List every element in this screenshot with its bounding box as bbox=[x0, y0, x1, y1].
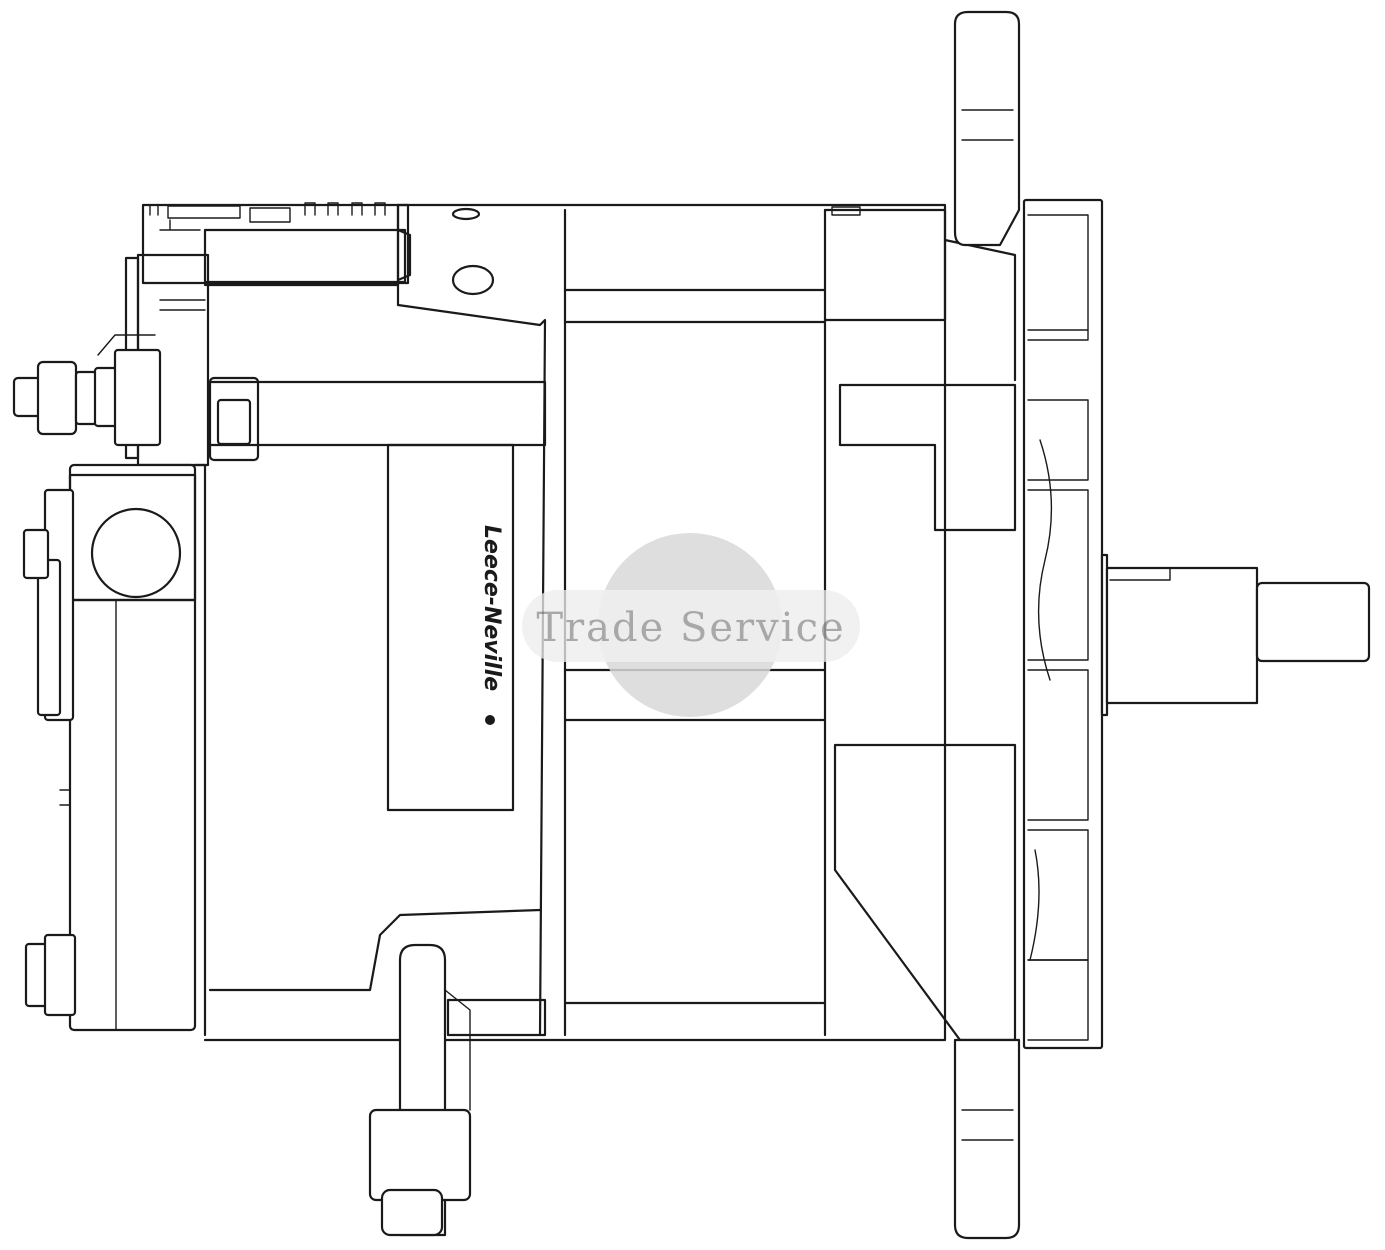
watermark: Trade Service bbox=[522, 533, 860, 717]
b-plus-terminal bbox=[12, 334, 162, 447]
watermark-text: Trade Service bbox=[536, 605, 845, 651]
bottom-mounting-ear-rear bbox=[368, 943, 472, 1237]
watermark-band bbox=[522, 590, 860, 662]
cooling-fan bbox=[1022, 198, 1104, 1050]
top-mounting-ear bbox=[953, 10, 1021, 247]
brand-label: Leece-Neville bbox=[479, 525, 504, 691]
main-housing bbox=[203, 203, 947, 1042]
rear-cover bbox=[12, 202, 410, 1037]
label-dot bbox=[485, 715, 495, 725]
bottom-mounting-ear-front bbox=[953, 1038, 1021, 1240]
regulator-box bbox=[22, 463, 197, 1032]
brand-label-text: Leece-Neville bbox=[479, 525, 504, 691]
drive-shaft bbox=[1100, 553, 1371, 717]
